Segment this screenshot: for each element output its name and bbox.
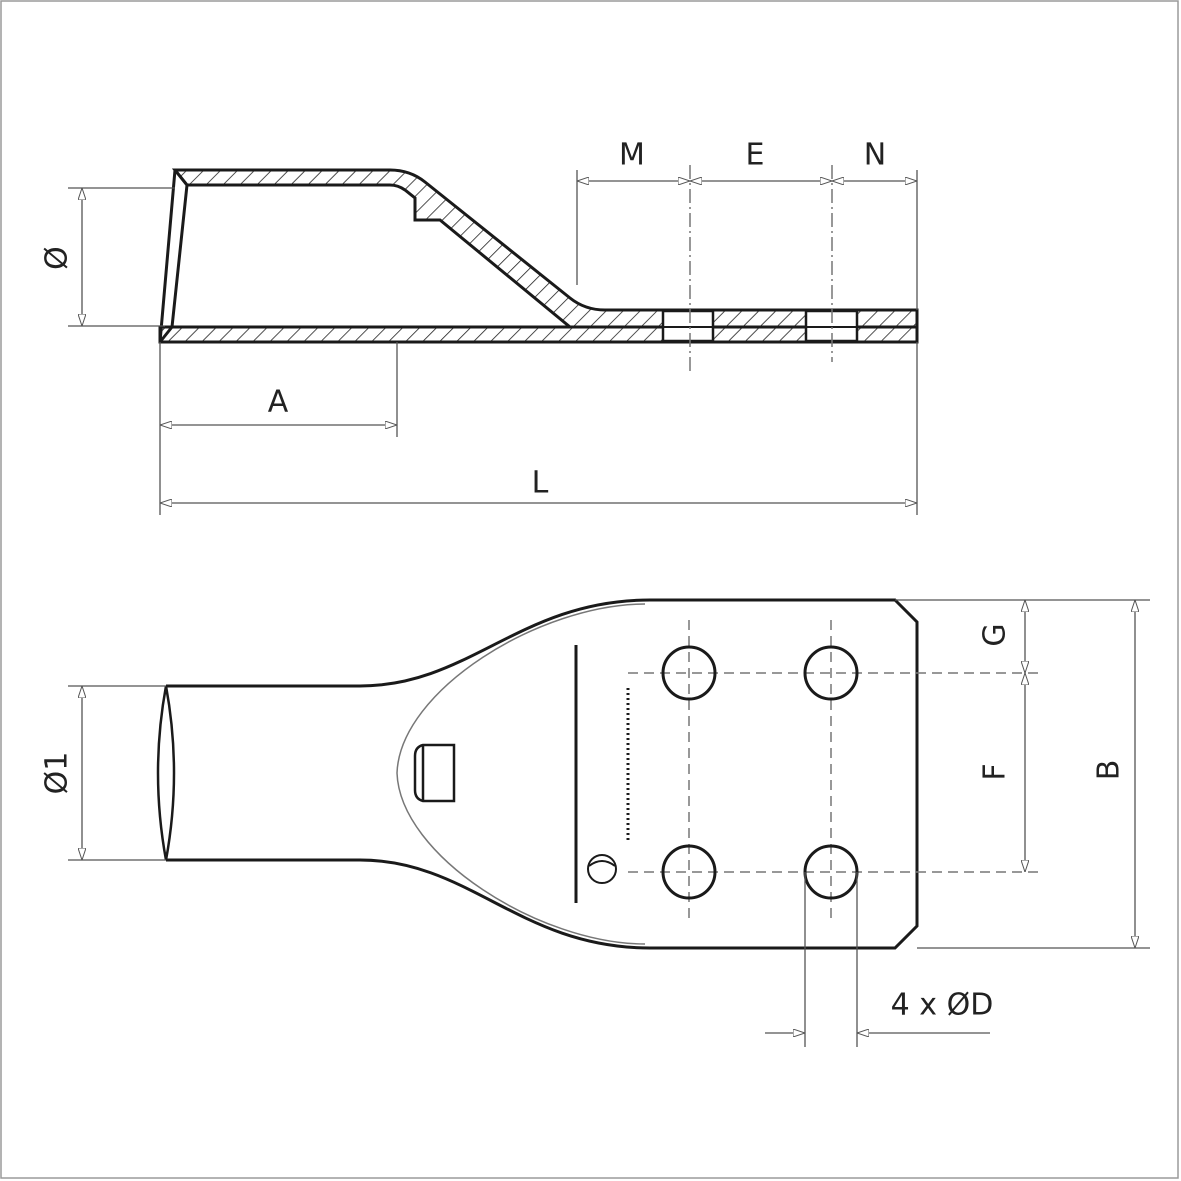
logo-mark xyxy=(587,854,617,884)
hole-diameter-label: 4 x ØD xyxy=(891,988,994,1023)
side-section-view: Ø M E N A L xyxy=(40,138,919,515)
inspection-tab xyxy=(413,743,456,803)
diameter-label: Ø xyxy=(40,246,75,270)
e-label: E xyxy=(746,138,765,173)
bolt-hole xyxy=(661,844,717,900)
bolt-hole xyxy=(661,645,717,701)
palm-inner-edge xyxy=(396,603,646,945)
a-label: A xyxy=(268,385,289,420)
n-label: N xyxy=(864,138,886,173)
upper-wall-section xyxy=(171,168,919,329)
l-label: L xyxy=(532,466,549,501)
bolt-hole xyxy=(803,645,859,701)
barrel-end-chamfer xyxy=(158,169,189,343)
f-label: F xyxy=(978,763,1013,780)
diameter1-label: Ø1 xyxy=(40,752,75,795)
b-label: B xyxy=(1092,760,1127,781)
barrel-end-lens xyxy=(156,685,176,861)
lower-wall-section xyxy=(158,325,919,344)
m-label: M xyxy=(619,138,645,173)
g-label: G xyxy=(978,623,1013,646)
lug-outline xyxy=(166,598,919,950)
top-plan-view: Ø1 G F B 4 x ØD xyxy=(40,598,1150,1047)
